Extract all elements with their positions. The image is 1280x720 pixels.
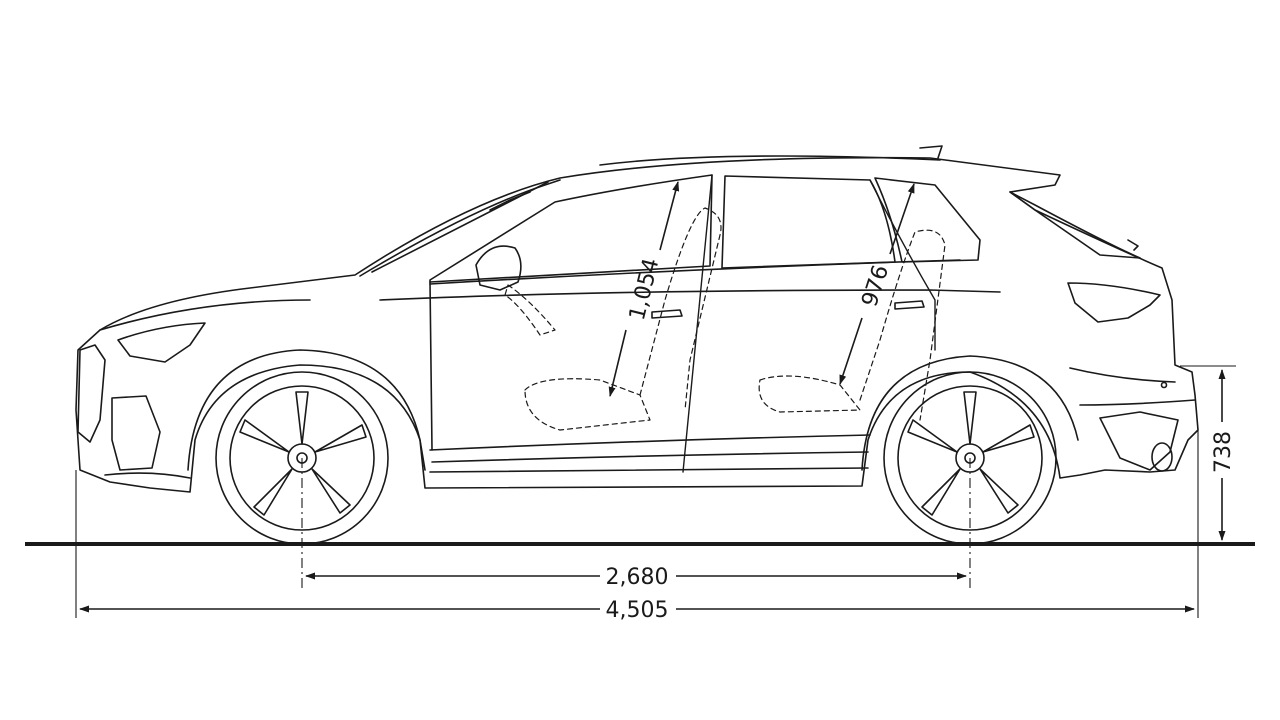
height-label: 738 xyxy=(1211,431,1236,473)
rear-legroom-label: 976 xyxy=(857,262,894,310)
side-mirror xyxy=(476,246,521,290)
front-legroom-label: 1,054 xyxy=(625,256,664,323)
wheelbase-label: 2,680 xyxy=(606,565,669,590)
rear-wheel xyxy=(884,372,1056,544)
car-body-outline xyxy=(76,158,1198,492)
rear-glass xyxy=(1010,192,1140,258)
taillight xyxy=(1068,283,1160,322)
quarter-window xyxy=(875,178,980,262)
overall-length-label: 4,505 xyxy=(606,598,669,623)
dimension-lines xyxy=(75,181,1236,618)
rear-window xyxy=(722,176,895,268)
headlight xyxy=(118,323,205,362)
car-side-view xyxy=(76,146,1198,544)
front-window xyxy=(430,175,712,282)
